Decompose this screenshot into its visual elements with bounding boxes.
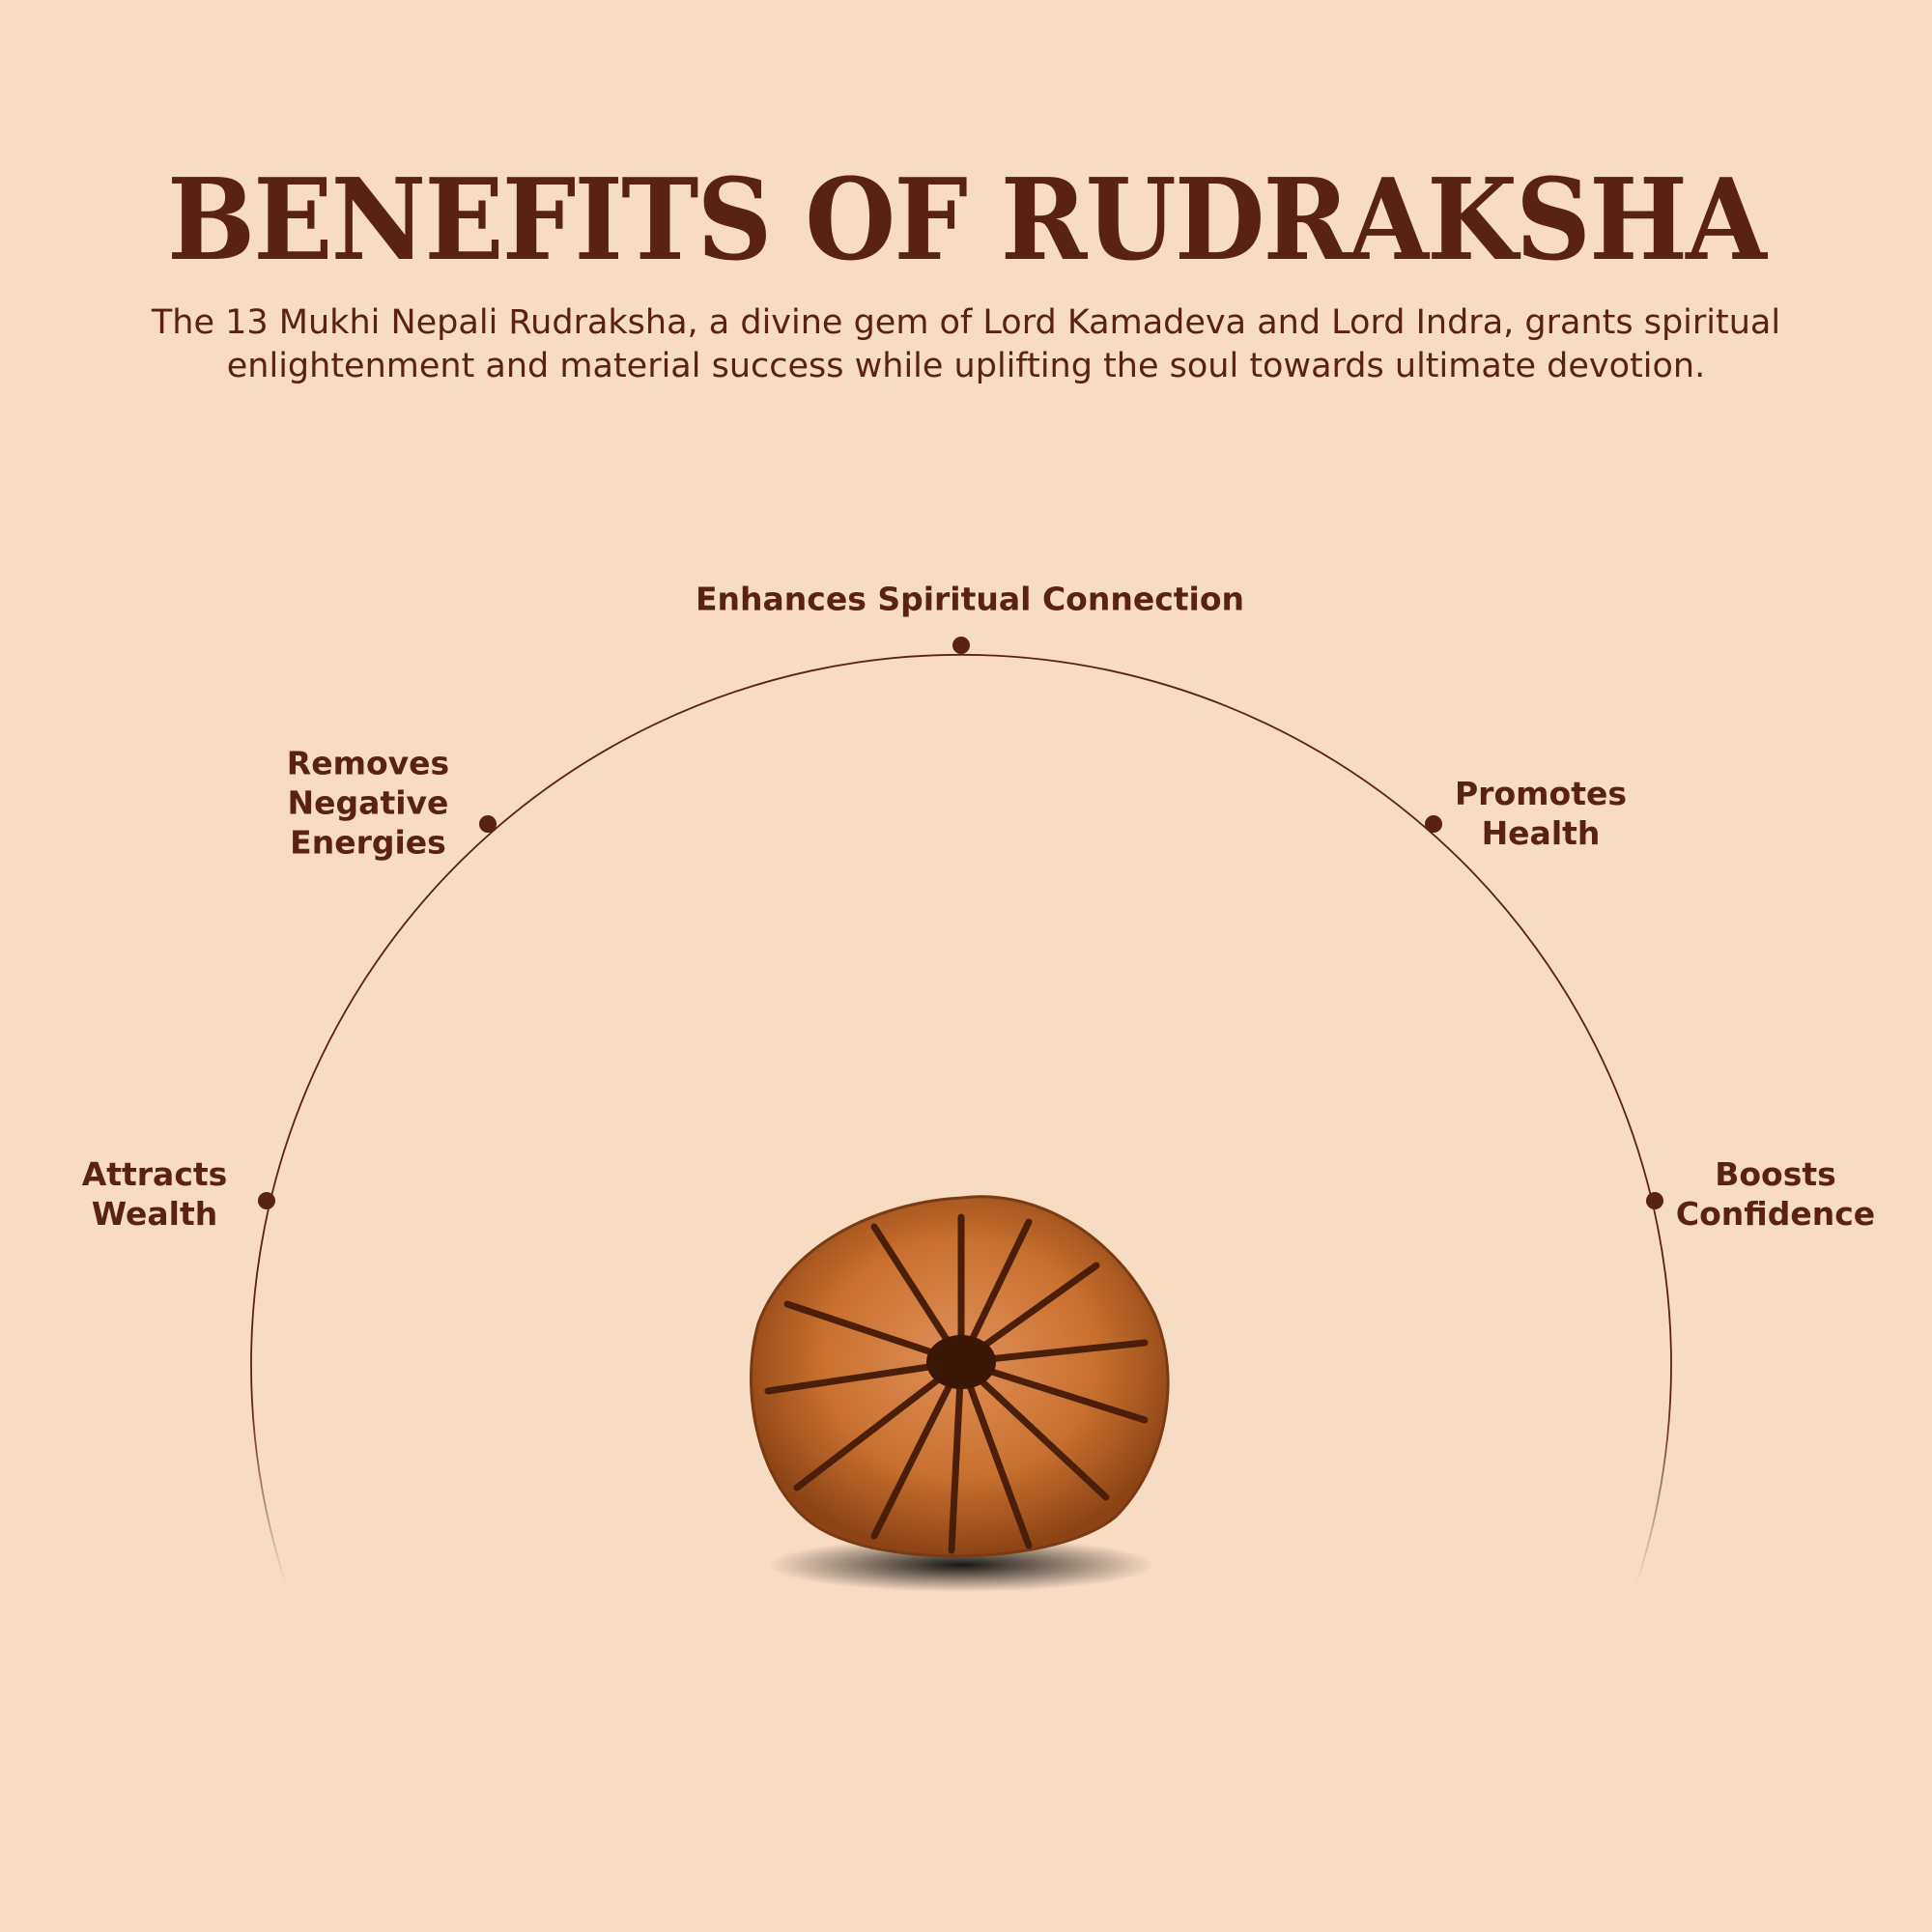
benefit-boosts-confidence: Boosts Confidence [1676, 1154, 1875, 1234]
rudraksha-bead-image [750, 1195, 1170, 1592]
dot-upper-left [479, 815, 497, 833]
benefit-text: Enhances Spiritual Connection [695, 580, 1245, 618]
benefit-text: Attracts [81, 1155, 228, 1193]
benefit-text: Negative [287, 783, 449, 822]
benefit-text: Promotes [1455, 775, 1627, 812]
dot-left [258, 1192, 275, 1209]
benefit-promotes-health: Promotes Health [1455, 774, 1627, 853]
benefit-text: Wealth [91, 1195, 218, 1233]
dot-upper-right [1425, 815, 1442, 833]
benefit-text: Boosts [1715, 1155, 1836, 1193]
subtitle-line-1: The 13 Mukhi Nepali Rudraksha, a divine … [151, 303, 1781, 342]
subtitle-line-2: enlightenment and material success while… [226, 347, 1706, 385]
benefit-text: Confidence [1675, 1195, 1876, 1233]
bead-center [926, 1335, 996, 1389]
benefit-spiritual-connection: Enhances Spiritual Connection [696, 580, 1244, 619]
bead-shadow [768, 1538, 1154, 1592]
benefit-text: Health [1481, 814, 1601, 852]
benefit-text: Removes [286, 744, 450, 782]
benefit-attracts-wealth: Attracts Wealth [82, 1154, 228, 1234]
subtitle: The 13 Mukhi Nepali Rudraksha, a divine … [58, 301, 1874, 388]
benefit-text: Energies [290, 823, 446, 862]
benefit-removes-negative-energies: Removes Negative Energies [287, 744, 449, 863]
arc-line [250, 653, 1672, 1585]
dot-top [952, 637, 970, 654]
dot-right [1646, 1192, 1663, 1209]
page-title: BENEFITS OF RUDRAKSHA [166, 155, 1767, 286]
